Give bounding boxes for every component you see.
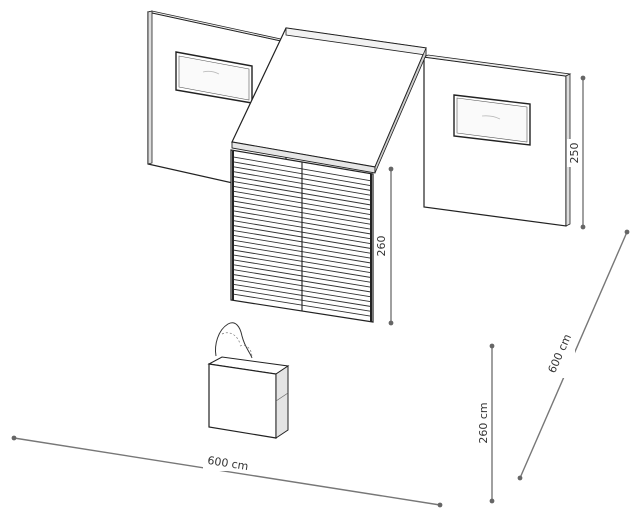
slatted-structure bbox=[230, 27, 427, 323]
dimension-height-slats: 260 bbox=[375, 166, 394, 326]
dimension-height-front: 260 cm bbox=[475, 343, 495, 504]
dimension-depth-right: 600 cm bbox=[517, 229, 630, 481]
width-bottom-label: 600 cm bbox=[207, 454, 250, 473]
stool-chair bbox=[215, 322, 253, 359]
counter-desk bbox=[207, 356, 290, 439]
left-wall-screen bbox=[175, 51, 253, 104]
height-front-label: 260 cm bbox=[477, 402, 490, 443]
height-slats-label: 260 bbox=[375, 236, 388, 257]
dimension-width-bottom: 600 cm bbox=[11, 435, 443, 508]
dimension-height-wall: 250 bbox=[567, 75, 586, 230]
height-wall-label: 250 bbox=[568, 143, 581, 164]
right-wall-screen bbox=[453, 94, 531, 146]
